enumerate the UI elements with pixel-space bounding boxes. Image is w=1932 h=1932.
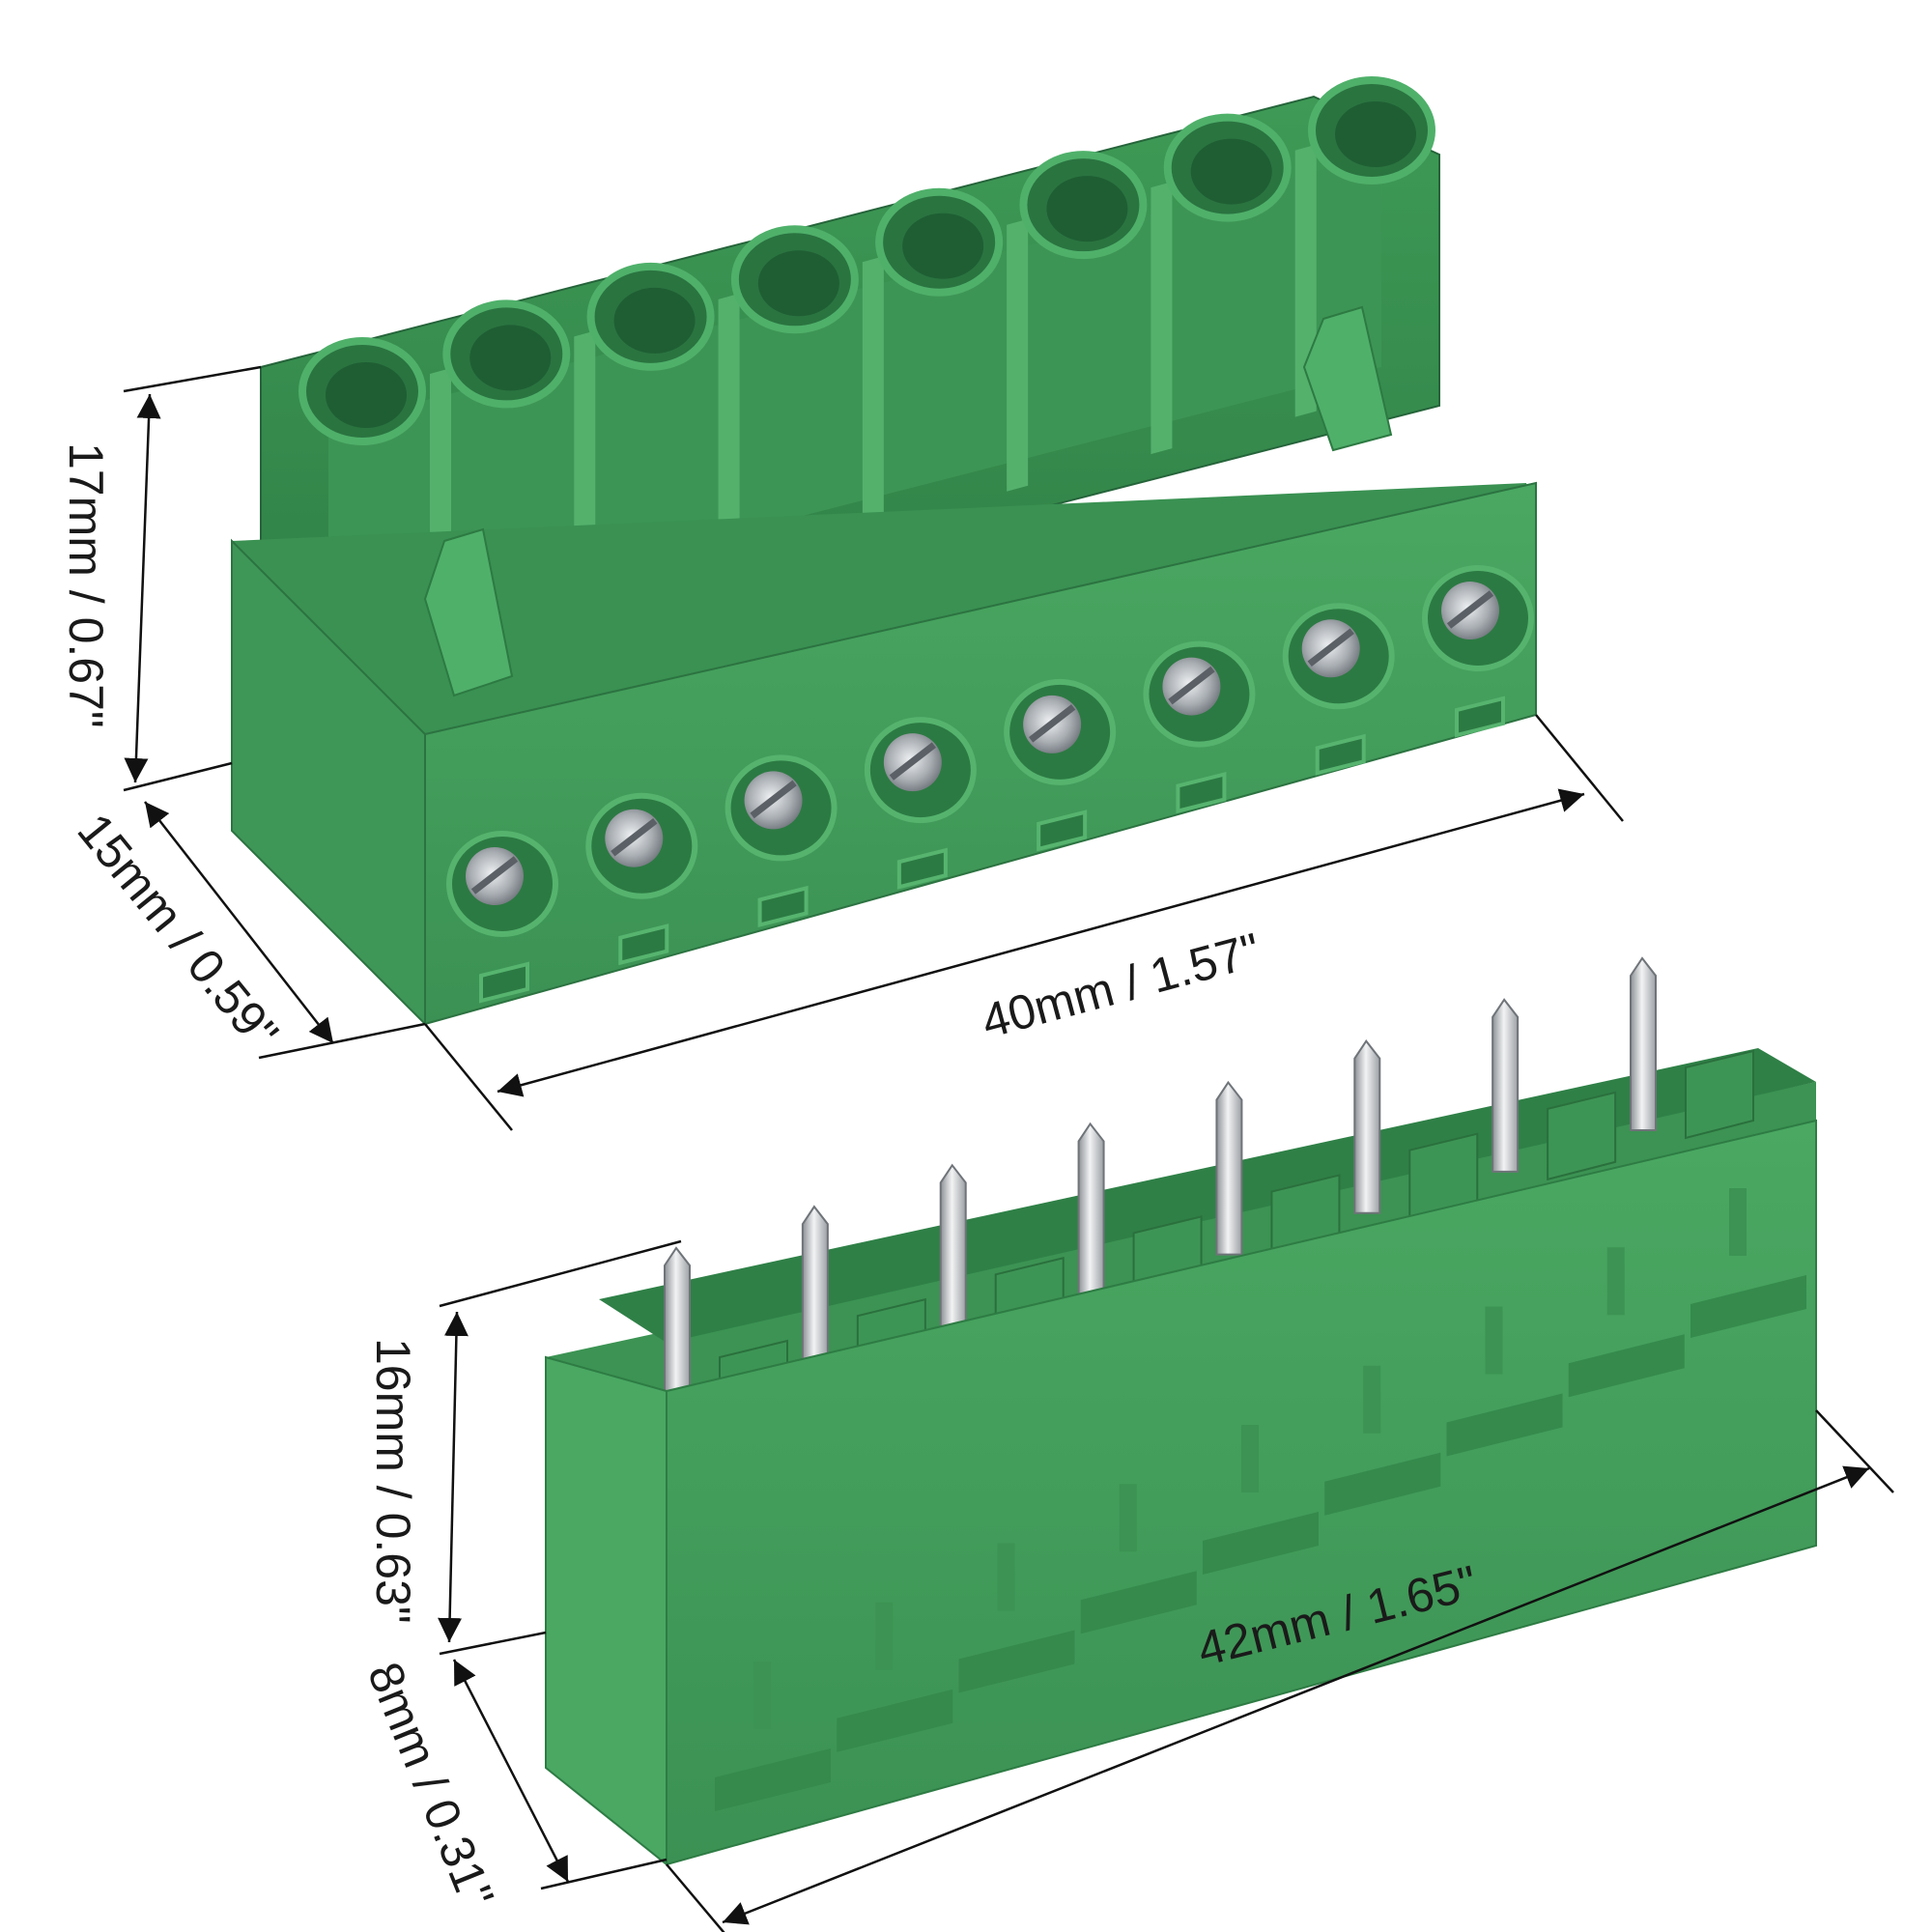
plug-fin bbox=[1007, 218, 1029, 492]
header-rib bbox=[1606, 1247, 1625, 1316]
plug-height-label: 17mm / 0.67" bbox=[59, 442, 113, 728]
plug-length-label: 40mm / 1.57" bbox=[976, 923, 1265, 1049]
header-rib bbox=[1241, 1425, 1259, 1492]
header-rib bbox=[1363, 1365, 1381, 1434]
screw-slot bbox=[889, 742, 936, 781]
screw-slot bbox=[1029, 704, 1076, 743]
header-depth-label: 8mm / 0.31" bbox=[357, 1655, 504, 1915]
plug-lower-body-top bbox=[232, 483, 1536, 753]
screw-slot bbox=[1307, 628, 1354, 668]
header-notch bbox=[1568, 1334, 1685, 1398]
header-height-label: 16mm / 0.63" bbox=[366, 1338, 420, 1624]
header-rib bbox=[875, 1602, 894, 1670]
screw-slot bbox=[1168, 666, 1215, 705]
header-rib bbox=[1729, 1188, 1747, 1256]
plug-dimension-lines bbox=[123, 365, 1624, 1131]
header-rib bbox=[1119, 1484, 1137, 1552]
header-separator bbox=[1547, 1091, 1617, 1181]
plug-left-latch bbox=[423, 527, 514, 697]
header-rib bbox=[1485, 1306, 1503, 1375]
plug-fin bbox=[1151, 182, 1173, 455]
wire-entry-hole-inner bbox=[1046, 176, 1128, 242]
terminal-plug bbox=[231, 76, 1537, 1027]
wire-entry-hole-inner bbox=[1190, 138, 1272, 205]
test-slot bbox=[1455, 696, 1505, 738]
plug-wire-holes bbox=[298, 76, 1435, 445]
screw-slot bbox=[1446, 590, 1494, 629]
plug-fin bbox=[718, 293, 740, 566]
header-rib bbox=[753, 1662, 771, 1729]
header-pin-icon bbox=[1077, 1122, 1105, 1297]
wire-entry-hole-inner bbox=[469, 325, 552, 391]
header-pin-icon bbox=[1215, 1080, 1243, 1256]
header-pin-icon bbox=[1353, 1039, 1381, 1214]
header-side bbox=[545, 1355, 668, 1867]
wire-entry-hole-inner bbox=[613, 287, 696, 354]
test-slot bbox=[1315, 733, 1366, 776]
header-notch bbox=[1690, 1275, 1806, 1338]
wire-entry-hole-inner bbox=[902, 213, 984, 279]
header-rib bbox=[997, 1543, 1015, 1611]
header-separator bbox=[1685, 1049, 1754, 1140]
header-pin-icon bbox=[801, 1205, 829, 1380]
header-pin-icon bbox=[939, 1163, 967, 1339]
header-pin-icon bbox=[1630, 956, 1657, 1131]
header-pin-icon bbox=[1492, 998, 1520, 1173]
pcb-header bbox=[545, 956, 1817, 1867]
wire-entry-hole-inner bbox=[757, 250, 839, 317]
wire-entry-hole-inner bbox=[326, 362, 407, 428]
wire-entry-hole-inner bbox=[1335, 101, 1416, 167]
plug-fin bbox=[862, 256, 884, 529]
plug-right-latch bbox=[1302, 305, 1393, 452]
header-notch bbox=[1446, 1393, 1563, 1457]
header-dimension-lines bbox=[438, 1239, 1894, 1932]
